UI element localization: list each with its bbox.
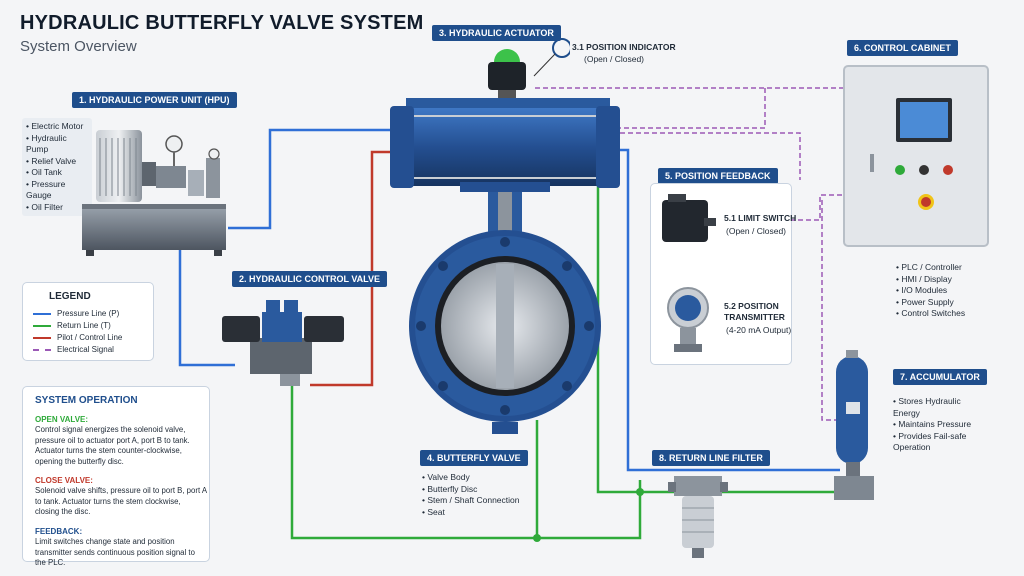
list-item: Control Switches: [896, 308, 965, 320]
system-operation-panel: SYSTEM OPERATION OPEN VALVE: Control sig…: [22, 386, 210, 567]
system-operation-title: SYSTEM OPERATION: [35, 395, 138, 406]
control-cabinet-tag: 6. CONTROL CABINET: [847, 40, 958, 56]
list-item: Butterfly Disc: [422, 484, 519, 496]
page-subtitle: System Overview: [20, 38, 137, 55]
close-valve-heading: CLOSE VALVE:: [35, 476, 93, 485]
legend-title: LEGEND: [49, 291, 91, 302]
hydraulic-power-unit-illustration: [82, 130, 226, 256]
butterfly-valve-tag: 4. BUTTERFLY VALVE: [420, 450, 528, 466]
hpu-tag: 1. HYDRAULIC POWER UNIT (HPU): [72, 92, 237, 108]
return-filter-tag: 8. RETURN LINE FILTER: [652, 450, 770, 466]
feedback-text: Limit switches change state and position…: [35, 537, 195, 567]
list-item: Oil Filter: [26, 202, 88, 214]
return-line-actuator: [596, 150, 835, 494]
page-title: HYDRAULIC BUTTERFLY VALVE SYSTEM: [20, 12, 424, 34]
transmitter-label-line-2: TRANSMITTER: [724, 312, 785, 322]
position-indicator-sub: (Open / Closed): [584, 54, 644, 64]
open-valve-heading: OPEN VALVE:: [35, 415, 89, 424]
list-item: Pressure Gauge: [26, 179, 88, 202]
list-item: Electric Motor: [26, 121, 88, 133]
return-line-filter-illustration: [668, 476, 728, 558]
list-item: PLC / Controller: [896, 262, 965, 274]
legend-entry-pilot: Pilot / Control Line: [33, 333, 122, 343]
position-indicator-callout: [533, 38, 570, 77]
hpu-component-list: Electric Motor Hydraulic Pump Relief Val…: [22, 118, 92, 216]
feedback-heading: FEEDBACK:: [35, 527, 83, 536]
butterfly-valve-component-list: Valve Body Butterfly Disc Stem / Shaft C…: [422, 472, 519, 518]
list-item: Valve Body: [422, 472, 519, 484]
hydraulic-control-valve-illustration: [222, 300, 344, 386]
position-feedback-tag: 5. POSITION FEEDBACK: [658, 168, 778, 184]
list-item: Stem / Shaft Connection: [422, 495, 519, 507]
list-item: Maintains Pressure: [893, 419, 985, 431]
open-valve-text: Control signal energizes the solenoid va…: [35, 425, 190, 466]
electrical-signal-swatch: [33, 348, 51, 351]
pressure-line-hpu-to-control-valve: [178, 240, 235, 367]
actuator-tag: 3. HYDRAULIC ACTUATOR: [432, 25, 561, 41]
pressure-line-swatch: [33, 312, 51, 315]
accumulator-illustration: [834, 350, 874, 500]
list-item: Power Supply: [896, 297, 965, 309]
list-item: Oil Tank: [26, 167, 88, 179]
list-item: I/O Modules: [896, 285, 965, 297]
list-item: Provides Fail-safe Operation: [893, 431, 985, 454]
list-item: Stores Hydraulic Energy: [893, 396, 985, 419]
list-item: Relief Valve: [26, 156, 88, 168]
signal-actuator-to-cabinet: [600, 88, 766, 129]
legend-panel: LEGEND Pressure Line (P) Return Line (T)…: [22, 282, 154, 361]
control-valve-tag: 2. HYDRAULIC CONTROL VALVE: [232, 271, 388, 287]
signal-actuator-to-feedback: [612, 132, 801, 180]
control-cabinet-illustration: [843, 65, 989, 247]
pressure-line-actuator-to-accumulator: [615, 148, 840, 472]
position-indicator-label: 3.1 POSITION INDICATOR: [572, 42, 676, 52]
signal-feedback-to-cabinet: [790, 194, 845, 221]
limit-switch-illustration: [662, 194, 716, 242]
pilot-line: [310, 150, 390, 387]
transmitter-sub: (4-20 mA Output): [726, 325, 792, 335]
list-item: HMI / Display: [896, 274, 965, 286]
accumulator-feature-list: Stores Hydraulic Energy Maintains Pressu…: [893, 396, 985, 454]
limit-switch-sub: (Open / Closed): [726, 226, 786, 236]
legend-entry-return: Return Line (T): [33, 321, 111, 331]
legend-entry-pressure: Pressure Line (P): [33, 309, 119, 319]
list-item: Hydraulic Pump: [26, 133, 88, 156]
pilot-line-swatch: [33, 336, 51, 339]
pressure-line-hpu-to-actuator: [228, 128, 395, 230]
accumulator-tag: 7. ACCUMULATOR: [893, 369, 987, 385]
transmitter-label-line-1: 5.2 POSITION: [724, 301, 779, 311]
actuator-and-butterfly-valve-illustration: [390, 49, 620, 434]
signal-cabinet-to-accumulator: [821, 200, 840, 421]
close-valve-text: Solenoid valve shifts, pressure oil to p…: [35, 486, 207, 516]
legend-entry-electrical: Electrical Signal: [33, 345, 114, 355]
return-line-swatch: [33, 324, 51, 327]
list-item: Seat: [422, 507, 519, 519]
position-transmitter-illustration: [667, 287, 709, 352]
control-cabinet-component-list: PLC / Controller HMI / Display I/O Modul…: [896, 262, 965, 320]
limit-switch-label: 5.1 LIMIT SWITCH: [724, 213, 797, 223]
return-line-control-valve: [290, 380, 642, 540]
